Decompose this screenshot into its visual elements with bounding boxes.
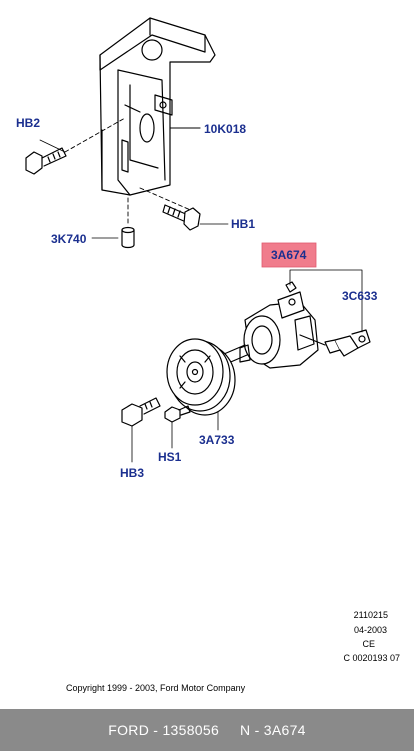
pressure-fitting-3c633: [324, 329, 371, 357]
callout-3a733: 3A733: [199, 433, 235, 447]
footer-part: FORD - 1358056: [108, 722, 220, 738]
callout-3k740: 3K740: [51, 232, 87, 246]
bolt-hb3: [121, 397, 161, 427]
callout-10k018: 10K018: [204, 122, 246, 136]
meta-reference: C 0020193 07: [343, 653, 400, 663]
sleeve-3k740: [121, 226, 135, 249]
callout-hb2: HB2: [16, 116, 40, 130]
meta-code: 2110215: [353, 610, 388, 620]
callout-3a674: 3A674: [271, 248, 307, 262]
mounting-bracket: [99, 17, 216, 196]
footer-number: N - 3A674: [240, 722, 306, 738]
meta-date: 04-2003: [353, 625, 387, 635]
callout-hs1: HS1: [158, 450, 182, 464]
callout-hb1: HB1: [231, 217, 255, 231]
screw-hs1: [164, 405, 191, 423]
footer-bar: FORD - 1358056 N - 3A674: [0, 709, 414, 751]
parts-diagram: HB2 10K018 HB1 3K740 3A674 3C633 3A733 H…: [16, 17, 378, 480]
callout-hb3: HB3: [120, 466, 144, 480]
copyright-text: Copyright 1999 - 2003, Ford Motor Compan…: [66, 683, 246, 693]
power-steering-pump: [239, 281, 326, 369]
meta-ce: CE: [362, 639, 375, 649]
bolt-hb1: [162, 204, 201, 231]
callout-3c633: 3C633: [342, 289, 378, 303]
pulley-3a733: [166, 338, 236, 416]
highlight-box: [261, 242, 317, 268]
bolt-hb2: [25, 147, 67, 175]
footer-spacer: [219, 722, 240, 738]
